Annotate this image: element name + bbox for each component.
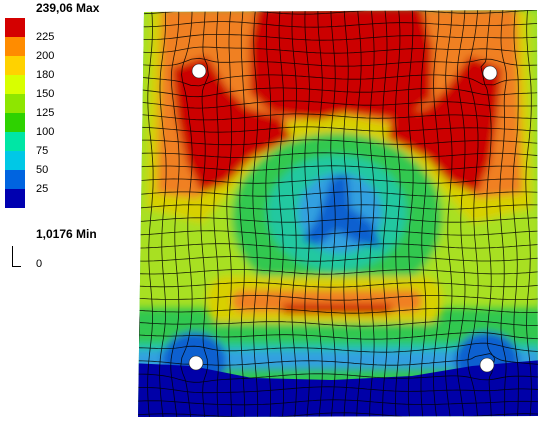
mesh-line bbox=[499, 10, 507, 417]
legend-tick-label: 25 bbox=[36, 183, 49, 195]
legend-zero-bracket bbox=[12, 246, 21, 267]
mesh-line bbox=[467, 10, 479, 417]
legend-zero-label: 0 bbox=[36, 258, 43, 270]
mesh-line bbox=[138, 126, 538, 133]
mesh-line bbox=[138, 152, 538, 158]
mesh-line bbox=[180, 10, 193, 417]
mesh-line bbox=[138, 191, 538, 197]
legend-min-label: 1,0176 Min bbox=[36, 227, 97, 241]
mesh-line bbox=[539, 8, 542, 419]
mesh-line bbox=[138, 100, 538, 109]
mesh-line bbox=[213, 10, 220, 417]
mesh-line bbox=[138, 353, 538, 366]
contour-band-red-left bbox=[172, 56, 292, 193]
legend-swatch-blue bbox=[5, 170, 25, 189]
legend-swatch-red bbox=[5, 18, 25, 37]
mesh-line bbox=[138, 295, 538, 301]
mesh-line bbox=[138, 342, 538, 353]
legend-swatch-lime bbox=[5, 75, 25, 94]
legend-swatch-navy bbox=[5, 189, 25, 208]
legend-swatch-orange bbox=[5, 37, 25, 56]
legend-tick-label: 225 bbox=[36, 31, 55, 43]
mesh-line bbox=[138, 331, 538, 340]
legend-tick-label: 75 bbox=[36, 145, 49, 157]
mesh-line bbox=[138, 217, 538, 223]
mounting-hole bbox=[479, 357, 495, 373]
contour-band-red-right bbox=[387, 56, 502, 193]
mesh-line bbox=[138, 46, 538, 54]
mesh-line bbox=[138, 139, 538, 146]
stress-contour-plot bbox=[132, 8, 542, 420]
mesh-line bbox=[138, 256, 538, 262]
legend-tick-label: 100 bbox=[36, 126, 55, 138]
mesh-line bbox=[138, 113, 538, 121]
mesh-line bbox=[138, 399, 538, 406]
legend-max-label: 239,06 Max bbox=[36, 1, 100, 15]
mesh-line bbox=[138, 74, 538, 87]
mounting-hole bbox=[482, 65, 498, 81]
mesh-line bbox=[138, 178, 538, 184]
legend-swatch-light-green bbox=[5, 94, 25, 113]
mesh-line bbox=[138, 230, 538, 236]
legend-tick-label: 180 bbox=[36, 69, 55, 81]
legend-tick-label: 150 bbox=[36, 88, 55, 100]
legend-swatch-cyan bbox=[5, 151, 25, 170]
mesh-line bbox=[138, 204, 538, 210]
mesh-line bbox=[138, 57, 538, 67]
mesh-line bbox=[226, 10, 232, 417]
legend-tick-label: 200 bbox=[36, 50, 55, 62]
mesh-line bbox=[138, 386, 538, 394]
mesh-line bbox=[138, 243, 538, 249]
legend-swatch-yellow bbox=[5, 56, 25, 75]
legend-tick-label: 50 bbox=[36, 164, 49, 176]
mesh-line bbox=[138, 307, 538, 314]
mesh-line bbox=[138, 34, 538, 41]
mesh-line bbox=[138, 165, 538, 171]
contour-band-red-bar bbox=[282, 304, 392, 314]
mesh-line bbox=[138, 10, 538, 15]
mesh-line bbox=[138, 269, 538, 275]
mounting-hole bbox=[188, 355, 204, 371]
mesh-line bbox=[138, 21, 538, 28]
mesh-line bbox=[138, 282, 538, 288]
legend-swatch-green bbox=[5, 113, 25, 132]
contour-band-red-top bbox=[250, 10, 432, 120]
mesh-line bbox=[444, 10, 453, 417]
legend-swatch-teal bbox=[5, 132, 25, 151]
color-legend: 239,06 Max 225 200 180 150 125 100 75 50… bbox=[0, 0, 132, 280]
mesh-line bbox=[138, 87, 538, 98]
fe-mesh-grid bbox=[138, 8, 542, 419]
mesh-line bbox=[138, 373, 538, 383]
mesh-line bbox=[138, 320, 538, 327]
legend-tick-label: 125 bbox=[36, 107, 55, 119]
mounting-hole bbox=[191, 63, 207, 79]
